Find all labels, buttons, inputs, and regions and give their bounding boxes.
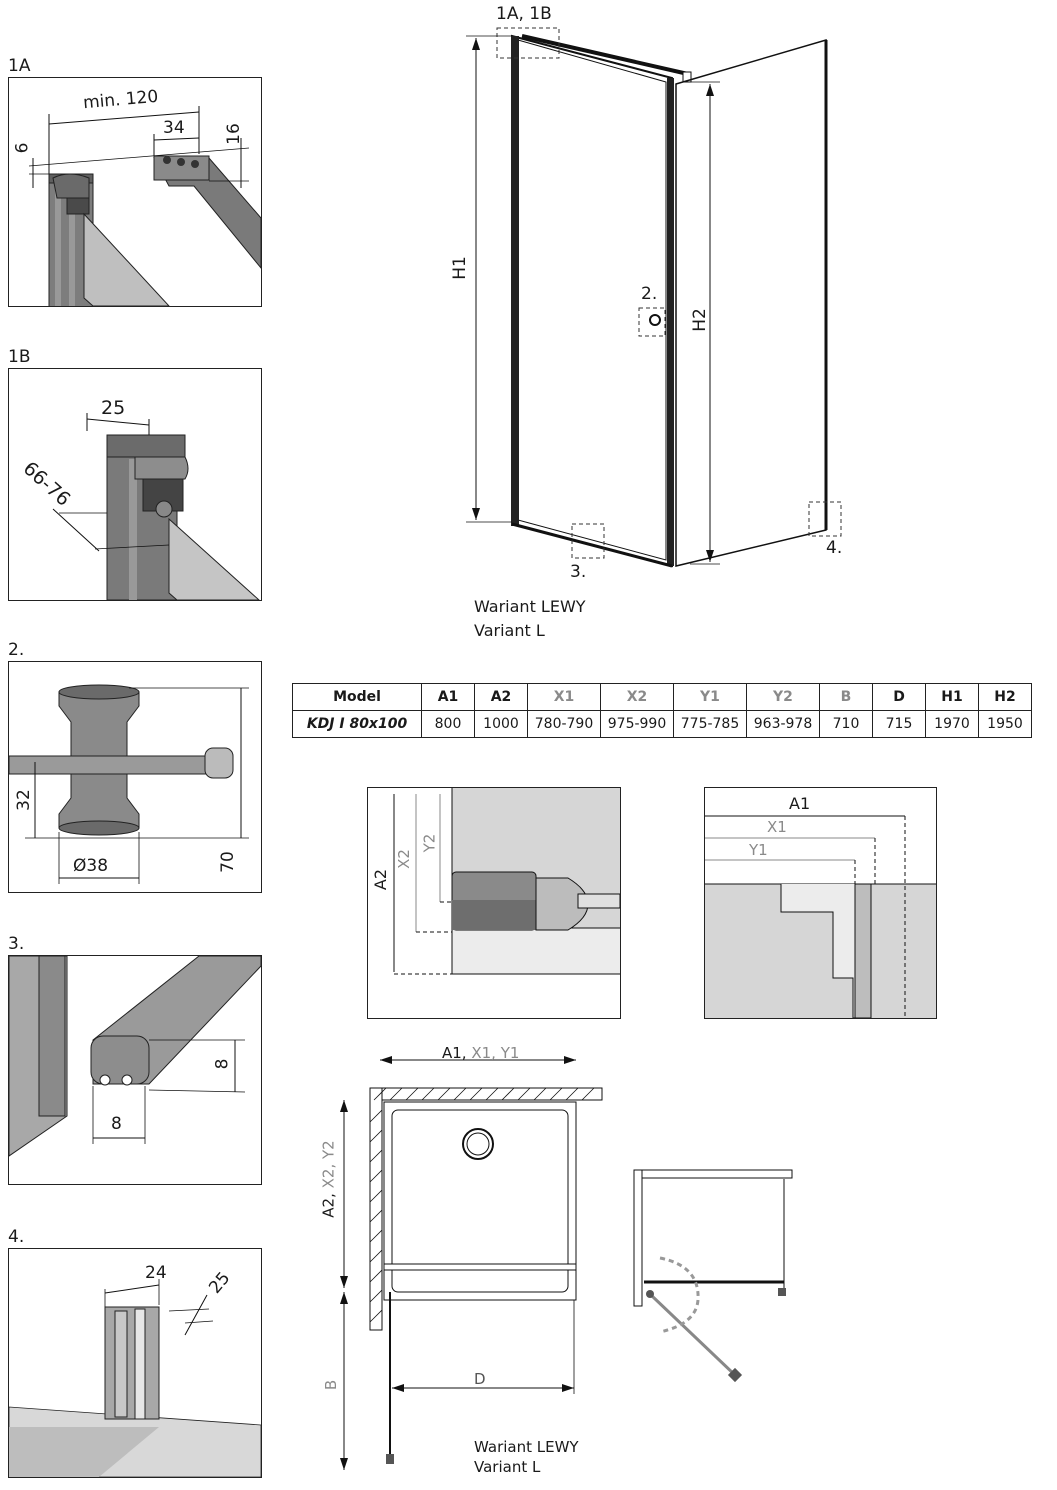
spec-header-b: B — [819, 683, 873, 711]
detail-3-panel: 8 8 — [8, 955, 262, 1185]
floor-dim-side: A2, X2, Y2 — [320, 1140, 338, 1217]
dim-h1: H1 — [449, 256, 470, 280]
spec-cell-y2: 963-978 — [746, 710, 820, 738]
detail-2-drawing — [9, 684, 249, 884]
detail-3-drawing — [9, 956, 261, 1157]
spec-header-model: Model — [292, 683, 422, 711]
floor-dim-b: B — [322, 1379, 341, 1391]
spec-cell-x1: 780-790 — [527, 710, 601, 738]
detail-1a-title: 1A — [8, 56, 31, 76]
dim-25: 25 — [101, 397, 126, 419]
spec-cell-x2: 975-990 — [600, 710, 674, 738]
plan-right-x1: X1 — [767, 818, 787, 836]
detail-4-drawing — [9, 1279, 261, 1477]
main-variant-caption: Wariant LEWY Variant L — [474, 595, 586, 643]
plan-right-y1: Y1 — [749, 841, 768, 859]
spec-cell-h2: 1950 — [978, 710, 1032, 738]
detail-2-title: 2. — [8, 640, 25, 660]
floor-variant-line1: Wariant LEWY — [474, 1438, 579, 1456]
spec-cell-a1: 800 — [421, 710, 475, 738]
spec-header-y1: Y1 — [673, 683, 747, 711]
floor-variant-line2: Variant L — [474, 1458, 541, 1476]
detail-1a-panel: min. 120 34 16 6 — [8, 77, 262, 307]
floor-dim-top: A1, X1, Y1 — [442, 1044, 519, 1062]
spec-header-h2: H2 — [978, 683, 1032, 711]
dim-8-width: 8 — [111, 1114, 122, 1134]
main-enclosure-drawing — [466, 27, 842, 568]
detail-2-panel: 32 70 Ø38 — [8, 661, 262, 893]
detail-1a-drawing — [28, 106, 261, 306]
main-variant-line1: Wariant LEWY — [474, 597, 586, 616]
spec-table-header-row: Model A1 A2 X1 X2 Y1 Y2 B D H1 H2 — [292, 683, 1032, 711]
dim-32: 32 — [13, 789, 34, 811]
spec-header-d: D — [872, 683, 926, 711]
spec-cell-model: KDJ I 80x100 — [292, 710, 422, 738]
floor-dim-x1y1: X1, Y1 — [466, 1044, 520, 1062]
dim-diameter-38: Ø38 — [73, 856, 109, 876]
floor-dim-a2: A2, — [319, 1193, 338, 1218]
spec-cell-a2: 1000 — [474, 710, 528, 738]
callout-3: 3. — [570, 562, 587, 582]
spec-header-a1: A1 — [421, 683, 475, 711]
plan-left-y2: Y2 — [420, 833, 439, 853]
plan-left-a2: A2 — [371, 868, 391, 891]
floor-dim-a1: A1, — [442, 1044, 467, 1062]
plan-right-a1: A1 — [789, 794, 811, 813]
spec-header-y2: Y2 — [746, 683, 820, 711]
floor-plan-drawing — [340, 1056, 793, 1470]
floor-variant-caption: Wariant LEWY Variant L — [474, 1437, 579, 1477]
wall-hatching — [369, 1087, 595, 1323]
plan-view-left-drawing — [393, 788, 620, 975]
spec-table-row: KDJ I 80x100 800 1000 780-790 975-990 77… — [292, 710, 1032, 738]
spec-cell-d: 715 — [872, 710, 926, 738]
spec-table: Model A1 A2 X1 X2 Y1 Y2 B D H1 H2 KDJ I … — [292, 683, 1032, 738]
spec-header-x2: X2 — [600, 683, 674, 711]
spec-cell-y1: 775-785 — [673, 710, 747, 738]
floor-dim-x2y2: X2, Y2 — [319, 1140, 338, 1194]
detail-4-title: 4. — [8, 1227, 25, 1247]
dim-8-height: 8 — [212, 1058, 233, 1070]
plan-view-right: A1 X1 Y1 — [704, 787, 937, 1019]
main-variant-line2: Variant L — [474, 621, 545, 640]
dim-h2: H2 — [689, 308, 710, 332]
detail-1b-title: 1B — [8, 347, 31, 367]
plan-view-left: A2 X2 Y2 — [367, 787, 621, 1019]
spec-header-h1: H1 — [925, 683, 979, 711]
detail-1b-drawing — [52, 413, 260, 600]
spec-header-a2: A2 — [474, 683, 528, 711]
plan-left-x2: X2 — [394, 849, 413, 869]
callout-4: 4. — [826, 538, 843, 558]
callout-1a-1b: 1A, 1B — [496, 4, 552, 24]
detail-3-title: 3. — [8, 934, 25, 954]
detail-1b-panel: 25 66-76 — [8, 368, 262, 601]
detail-4-panel: 24 25 — [8, 1248, 262, 1478]
spec-cell-b: 710 — [819, 710, 873, 738]
plan-view-right-drawing — [705, 815, 936, 1018]
dim-24: 24 — [145, 1263, 167, 1283]
dim-70: 70 — [217, 851, 238, 873]
floor-dim-d: D — [474, 1370, 486, 1388]
dim-34: 34 — [163, 118, 185, 138]
spec-header-x1: X1 — [527, 683, 601, 711]
callout-2: 2. — [641, 284, 658, 304]
spec-cell-h1: 1970 — [925, 710, 979, 738]
